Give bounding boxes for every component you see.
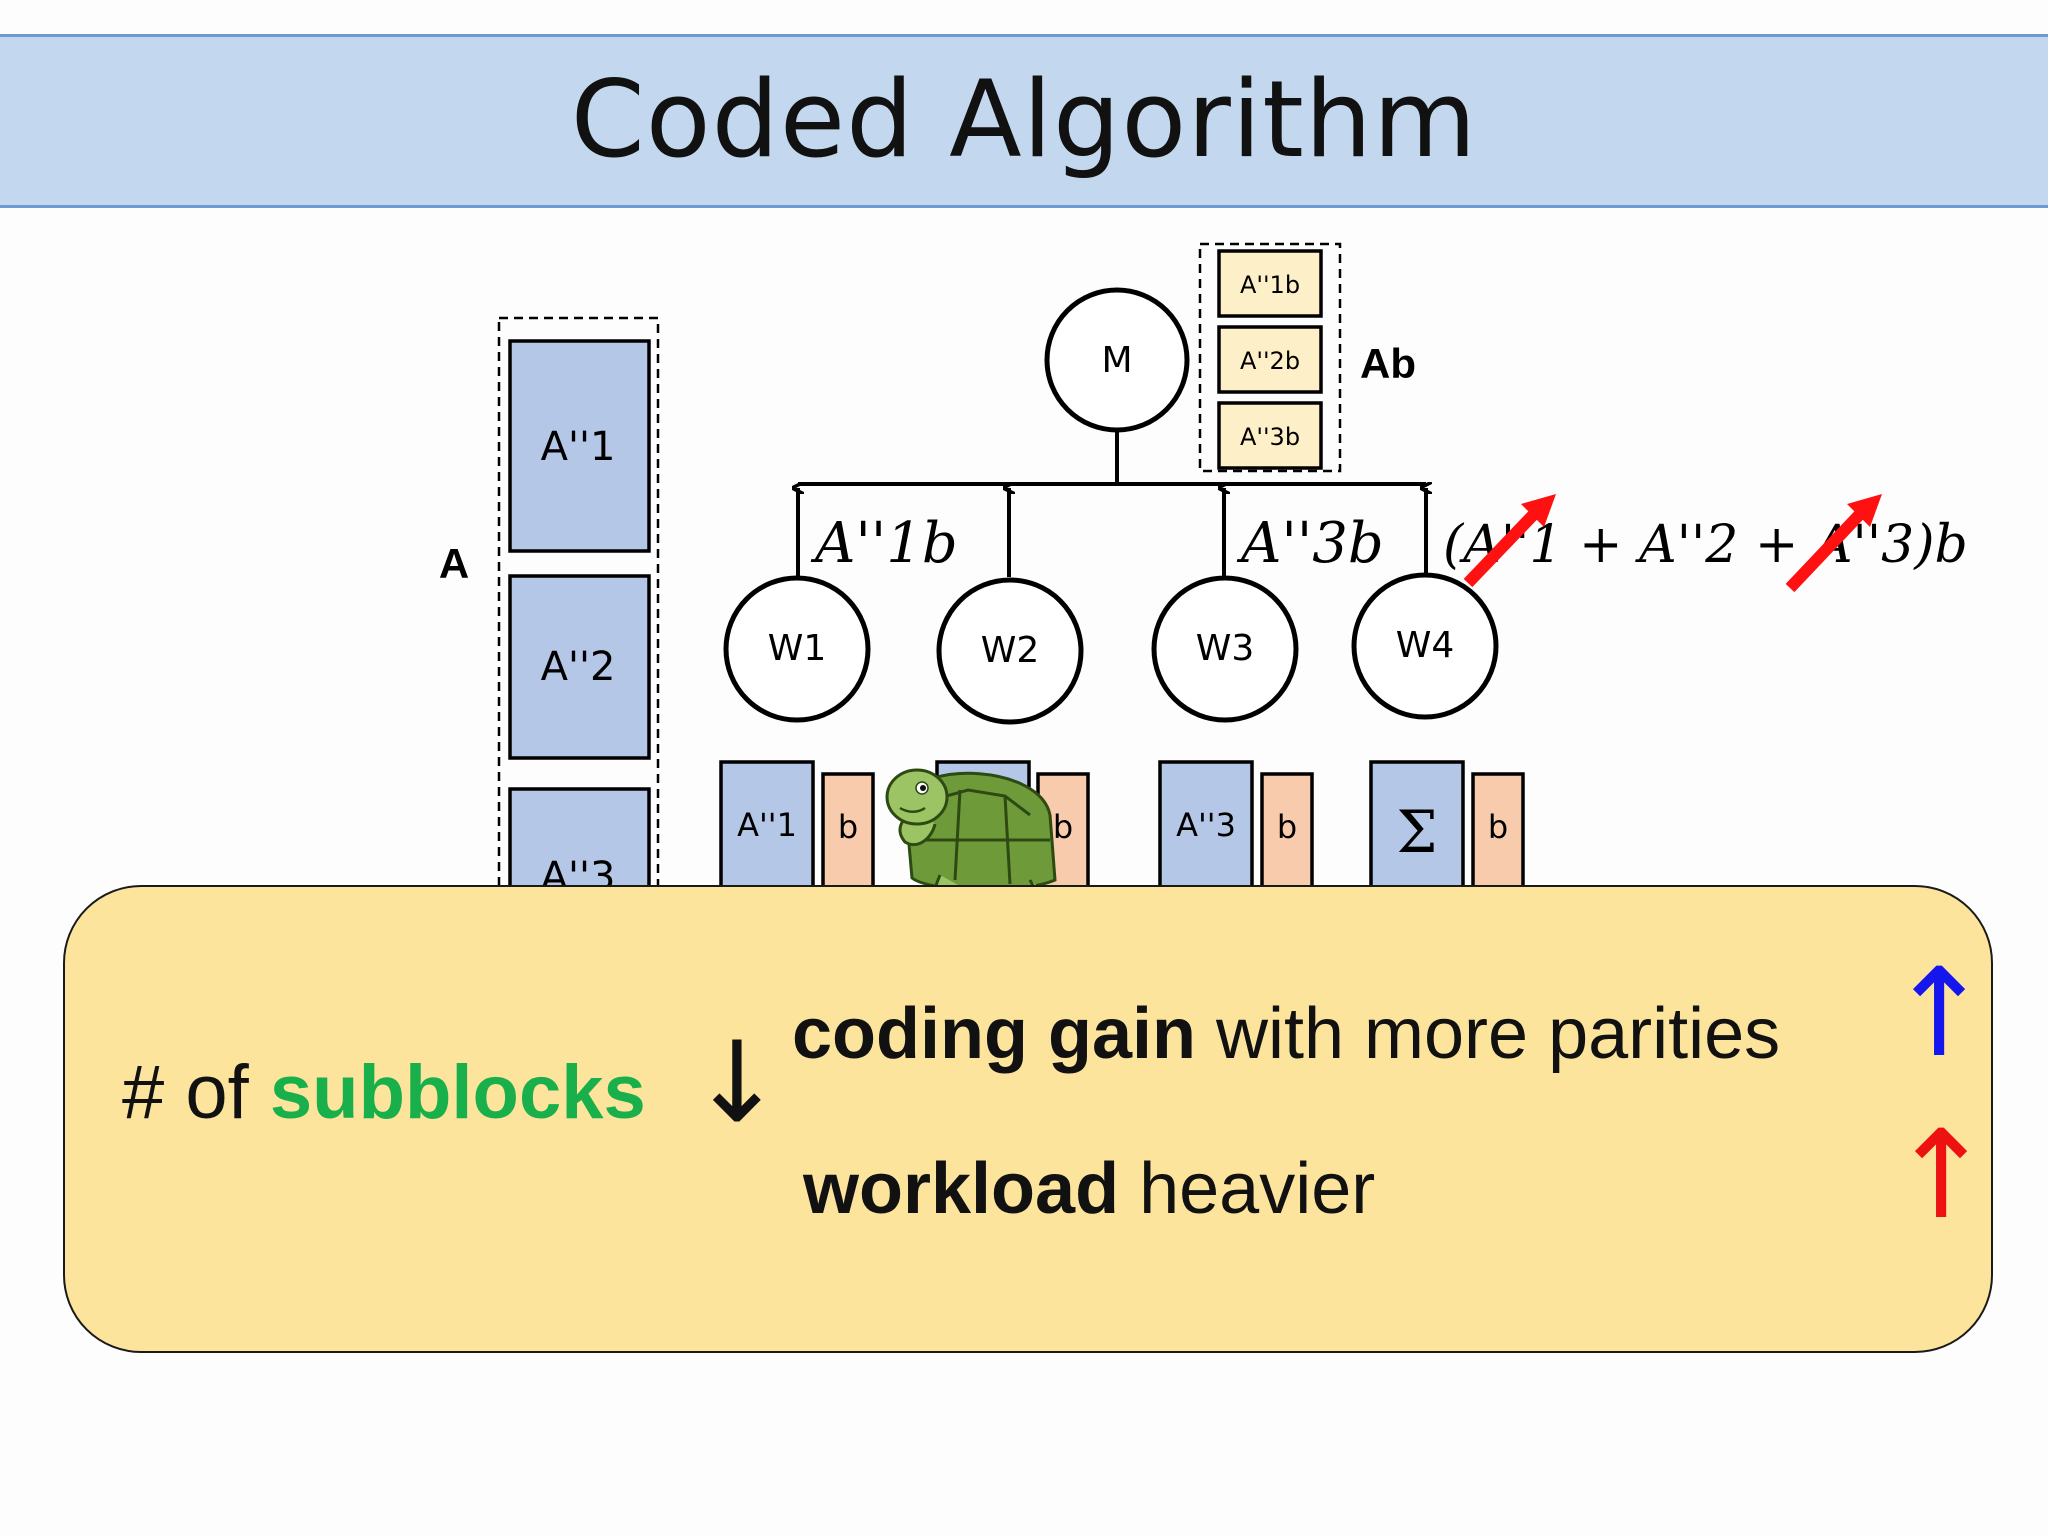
- worker-4-data-label: Σ: [1396, 798, 1437, 866]
- coding-gain-rest: with more parities: [1195, 994, 1781, 1074]
- worker-label-3: W3: [1196, 628, 1255, 669]
- matrix-block-1: A''1: [508, 339, 651, 553]
- worker-1-vector-label: b: [838, 808, 858, 846]
- result-block-1-label: A''1b: [1240, 271, 1300, 299]
- result-block-3: A''3b: [1217, 401, 1323, 470]
- strike-arrowhead-1: [1521, 494, 1556, 527]
- page-title: Coded Algorithm: [570, 58, 1478, 181]
- matrix-block-2-label: A''2: [541, 644, 616, 690]
- master-node: [1044, 287, 1190, 433]
- result-block-2: A''2b: [1217, 325, 1323, 394]
- matrix-block-2: A''2: [508, 574, 651, 760]
- result-bracket: [1198, 242, 1342, 473]
- coding-gain-line: coding gain with more parities: [792, 993, 1780, 1075]
- worker-node-3: W3: [1151, 575, 1299, 723]
- worker-3-data-label: A''3: [1176, 806, 1236, 844]
- worker-node-2: W2: [936, 577, 1084, 725]
- worker-node-4: W4: [1351, 572, 1499, 720]
- subblocks-down-arrow: ↓: [690, 1018, 784, 1148]
- worker-4-vector-block: b: [1471, 772, 1525, 909]
- result-label: Ab: [1360, 340, 1416, 387]
- workload-line: workload heavier: [803, 1148, 1375, 1230]
- master-label: M: [1101, 340, 1132, 381]
- worker-label-4: W4: [1396, 625, 1455, 666]
- workload-up-arrow: ↑: [1890, 1104, 1993, 1246]
- subblocks-keyword: subblocks: [269, 1050, 646, 1135]
- strike-arrow-1: [1463, 507, 1541, 588]
- worker-4-data-block: Σ: [1369, 760, 1465, 909]
- matrix-label: A: [439, 540, 469, 587]
- workload-keyword: workload: [803, 1149, 1120, 1229]
- worker-2-vector-label: b: [1053, 808, 1073, 846]
- worker-label-1: W1: [768, 628, 827, 669]
- worker-3-vector-label: b: [1277, 808, 1297, 846]
- subblocks-line: # of subblocks: [122, 1049, 646, 1136]
- summary-callout: [63, 885, 1993, 1353]
- subblocks-prefix: # of: [122, 1050, 270, 1135]
- coding-gain-up-arrow: ↑: [1888, 942, 1991, 1084]
- worker-4-vector-label: b: [1488, 808, 1508, 846]
- coding-gain-keyword: coding gain: [792, 994, 1196, 1074]
- worker-node-1: W1: [723, 575, 871, 723]
- worker-label-2: W2: [981, 630, 1040, 671]
- message-w3: A''3b: [1236, 511, 1384, 576]
- worker-1-data-label: A''1: [737, 806, 797, 844]
- worker-3-vector-block: b: [1260, 772, 1314, 909]
- matrix-block-1-label: A''1: [541, 424, 616, 470]
- message-w1: A''1b: [810, 511, 958, 576]
- result-block-2-label: A''2b: [1240, 347, 1300, 375]
- result-block-1: A''1b: [1217, 249, 1323, 318]
- worker-3-data-block: A''3: [1158, 760, 1254, 909]
- title-band: [0, 34, 2048, 208]
- workload-rest: heavier: [1119, 1149, 1376, 1229]
- result-block-3-label: A''3b: [1240, 423, 1300, 451]
- strike-arrow-2: [1785, 507, 1867, 593]
- strike-arrowhead-2: [1847, 494, 1882, 527]
